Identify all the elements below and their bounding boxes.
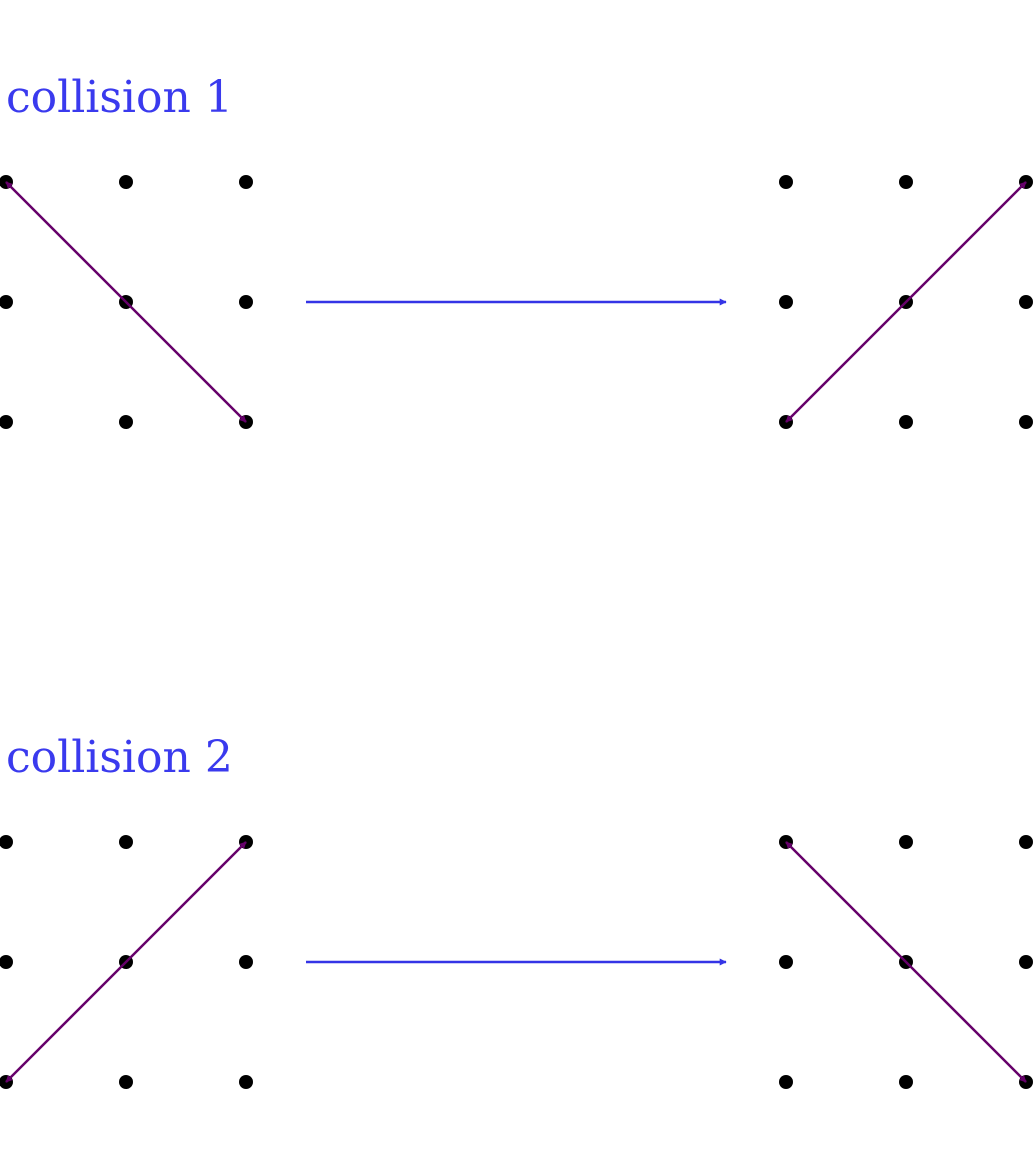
- lattice-dot: [779, 1075, 793, 1089]
- particle-arrow-before: [5, 841, 247, 1083]
- lattice-dot: [779, 955, 793, 969]
- panel-title: collision 1: [6, 72, 233, 123]
- lattice-dot: [899, 415, 913, 429]
- panel-collision-1: collision 1: [0, 72, 1033, 429]
- lattice-dot: [899, 835, 913, 849]
- lattice-dot: [899, 175, 913, 189]
- panel-title: collision 2: [6, 732, 233, 783]
- lattice-dot: [779, 295, 793, 309]
- particle-arrow-before: [5, 181, 247, 423]
- lattice-dot: [119, 175, 133, 189]
- lattice-dot: [1019, 955, 1033, 969]
- lattice-dot: [0, 835, 13, 849]
- panel-collision-2: collision 2: [0, 732, 1033, 1089]
- particle-arrow-after: [785, 841, 1027, 1083]
- lattice-dot: [779, 175, 793, 189]
- lattice-dot: [0, 955, 13, 969]
- particle-arrow-after: [785, 181, 1027, 423]
- lattice-dot: [1019, 415, 1033, 429]
- lattice-dot: [0, 295, 13, 309]
- lattice-dot: [119, 415, 133, 429]
- lattice-dot: [0, 415, 13, 429]
- lattice-dot: [1019, 835, 1033, 849]
- lattice-dot: [119, 1075, 133, 1089]
- lattice-dot: [119, 835, 133, 849]
- lattice-dot: [1019, 295, 1033, 309]
- lattice-dot: [239, 295, 253, 309]
- lattice-dot: [239, 955, 253, 969]
- lattice-dot: [239, 1075, 253, 1089]
- lattice-dot: [239, 175, 253, 189]
- lattice-dot: [899, 1075, 913, 1089]
